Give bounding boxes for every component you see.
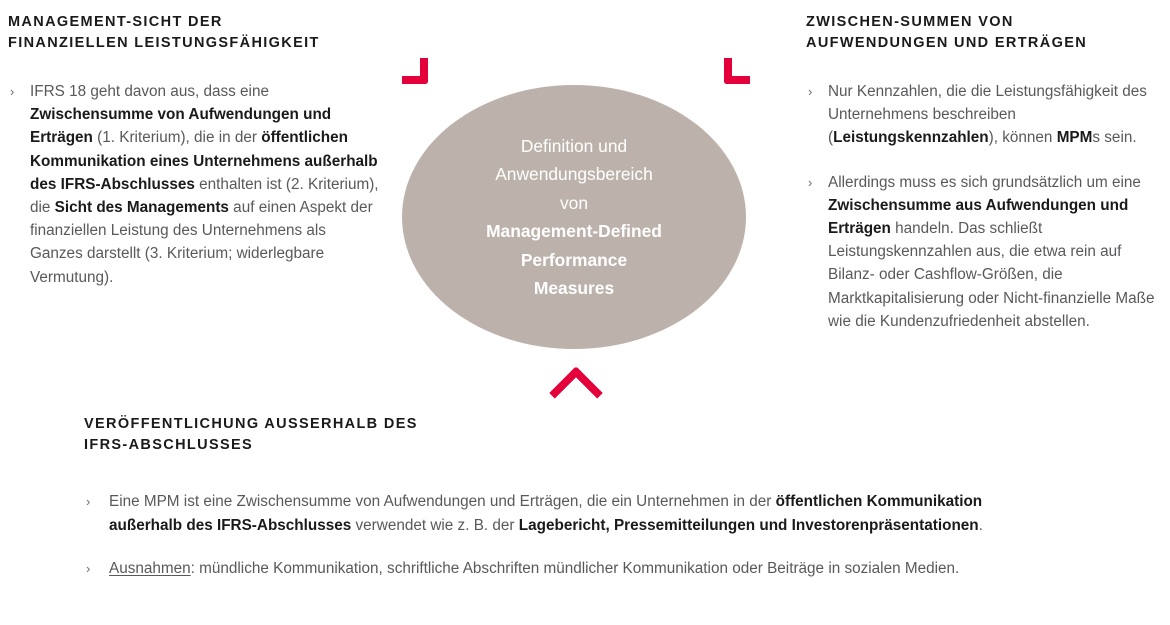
list-item: › Ausnahmen: mündliche Kommunikation, sc… xyxy=(84,557,989,581)
bottom-section-bullet-list: › Eine MPM ist eine Zwischensumme von Au… xyxy=(84,490,1084,581)
bracket-top-left-icon xyxy=(402,58,428,84)
chevron-up-icon xyxy=(549,366,603,420)
bullet-chevron-icon: › xyxy=(86,494,91,509)
right-column: ZWISCHEN-SUMMEN VON AUFWENDUNGEN UND ERT… xyxy=(806,12,1164,354)
list-item: › Nur Kennzahlen, die die Leistungsfähig… xyxy=(806,80,1164,150)
bullet-text: Eine MPM ist eine Zwischensumme von Aufw… xyxy=(109,493,983,534)
left-column: MANAGEMENT-SICHT DER FINANZIELLEN LEISTU… xyxy=(8,12,380,289)
bottom-section-heading: VERÖFFENTLICHUNG AUßERHALB DES IFRS-ABSC… xyxy=(84,416,418,453)
bullet-chevron-icon: › xyxy=(808,84,813,99)
list-item: › IFRS 18 geht davon aus, dass eine Zwis… xyxy=(8,80,380,289)
bottom-section: VERÖFFENTLICHUNG AUßERHALB DES IFRS-ABSC… xyxy=(84,414,1084,600)
center-ellipse-line: Measures xyxy=(533,278,615,298)
center-ellipse-line: Management-Defined xyxy=(486,221,662,241)
bullet-text: Ausnahmen: mündliche Kommunikation, schr… xyxy=(109,560,960,577)
bullet-chevron-icon: › xyxy=(808,174,813,190)
right-column-bullet-list: › Nur Kennzahlen, die die Leistungsfähig… xyxy=(806,80,1164,333)
list-item: › Eine MPM ist eine Zwischensumme von Au… xyxy=(84,490,989,538)
bullet-chevron-icon: › xyxy=(86,561,91,576)
center-ellipse-line: von xyxy=(559,192,589,213)
bullet-chevron-icon: › xyxy=(10,84,15,99)
bullet-text: Nur Kennzahlen, die die Leistungsfähigke… xyxy=(828,83,1147,147)
right-column-heading: ZWISCHEN-SUMMEN VON AUFWENDUNGEN UND ERT… xyxy=(806,14,1088,51)
center-ellipse-line: Performance xyxy=(520,249,628,270)
list-item: › Allerdings muss es sich grundsätzlich … xyxy=(806,171,1164,333)
bullet-text: IFRS 18 geht davon aus, dass eine Zwisch… xyxy=(30,83,379,286)
bullet-text: Allerdings muss es sich grundsätzlich um… xyxy=(828,173,1155,330)
center-ellipse-line: Anwendungsbereich xyxy=(495,164,653,184)
center-ellipse-line: Definition und xyxy=(520,135,628,156)
left-column-heading: MANAGEMENT-SICHT DER FINANZIELLEN LEISTU… xyxy=(8,14,320,51)
left-column-bullet-list: › IFRS 18 geht davon aus, dass eine Zwis… xyxy=(8,80,380,289)
bracket-top-right-icon xyxy=(724,58,750,84)
